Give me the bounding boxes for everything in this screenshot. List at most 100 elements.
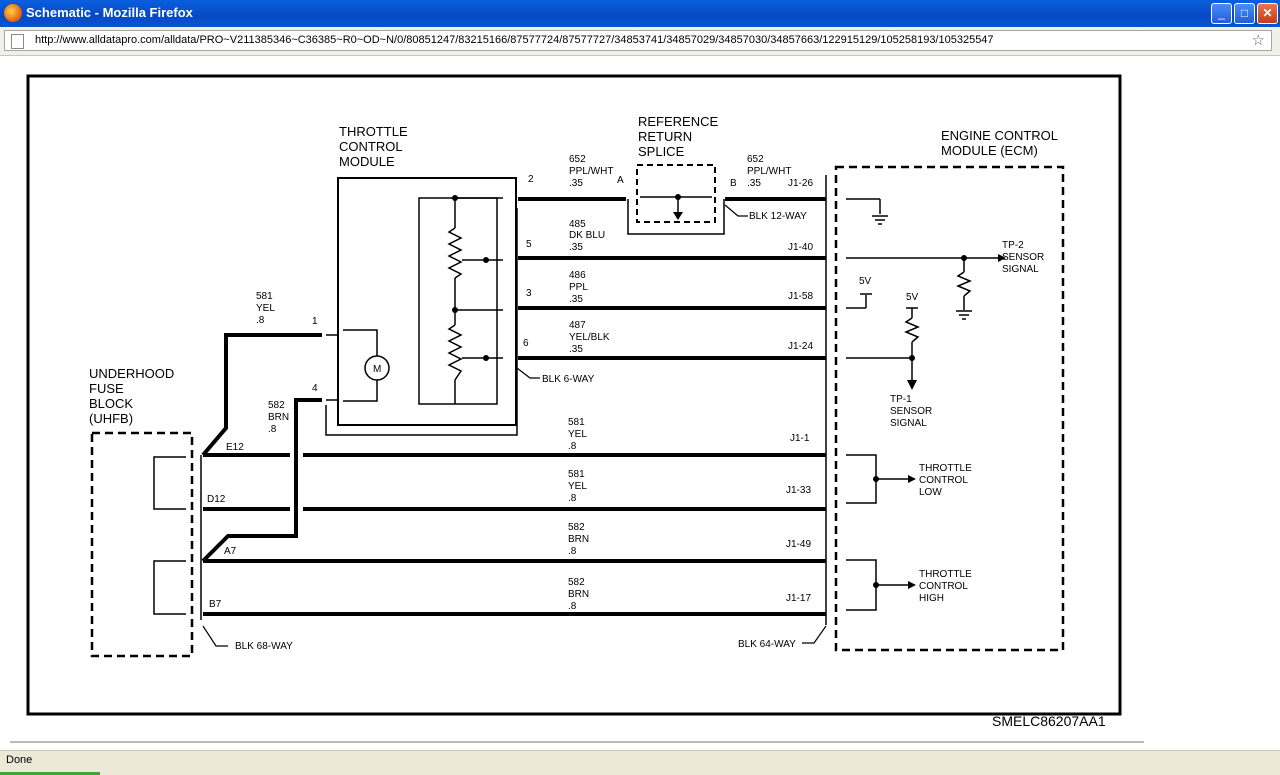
wire-label: PPL/WHT — [747, 166, 791, 177]
wire-label: .35 — [569, 344, 583, 355]
wire-label: 581 — [568, 469, 585, 480]
wire-label: YEL — [568, 429, 587, 440]
throttle-module-title-1: THROTTLE — [339, 124, 408, 139]
tcl-label-3: LOW — [919, 487, 942, 498]
address-bar[interactable]: http://www.alldatapro.com/alldata/PRO~V2… — [4, 30, 1272, 51]
pin-b: B — [730, 178, 737, 189]
wire-label: YEL/BLK — [569, 332, 610, 343]
uhfb-title-3: BLOCK — [89, 396, 133, 411]
ecm-box — [834, 165, 1065, 652]
wire-label: .35 — [569, 294, 583, 305]
url-text[interactable]: http://www.alldatapro.com/alldata/PRO~V2… — [35, 34, 994, 46]
wire-label: BRN — [568, 534, 589, 545]
wire-label: .35 — [569, 242, 583, 253]
tcm-pin: 2 — [528, 174, 534, 185]
wire-label: PPL/WHT — [569, 166, 613, 177]
window-titlebar: Schematic - Mozilla Firefox _ □ ✕ — [0, 0, 1280, 27]
navigation-toolbar: http://www.alldatapro.com/alldata/PRO~V2… — [0, 27, 1280, 56]
splice-title-2: RETURN — [638, 129, 692, 144]
tp2-label-3: SIGNAL — [1002, 264, 1039, 275]
wire-label: 582 — [268, 400, 285, 411]
throttle-module-title-2: CONTROL — [339, 139, 403, 154]
ecm-pin: J1-1 — [790, 433, 810, 444]
wire-label: .8 — [568, 601, 577, 612]
ecm-pin: J1-33 — [786, 485, 811, 496]
fuse-pin: A7 — [224, 546, 237, 557]
window-title: Schematic - Mozilla Firefox — [26, 5, 193, 20]
wire-label: .8 — [568, 546, 577, 557]
ecm-pin: J1-24 — [788, 341, 813, 352]
status-bar: Done — [0, 750, 1280, 775]
wire-label: .8 — [568, 493, 577, 504]
tcl-label-1: THROTTLE — [919, 463, 972, 474]
wire-label: 581 — [256, 291, 273, 302]
status-text: Done — [6, 754, 33, 766]
firefox-icon — [4, 4, 22, 22]
splice-title-1: REFERENCE — [638, 114, 719, 129]
uhfb-title-4: (UHFB) — [89, 411, 133, 426]
throttle-module-box — [337, 177, 517, 426]
uhfb-box — [90, 431, 194, 658]
wire-label: .35 — [569, 178, 583, 189]
ecm-pin: J1-58 — [788, 291, 813, 302]
blk-6-way: BLK 6-WAY — [542, 374, 595, 385]
ecm-title-2: MODULE (ECM) — [941, 143, 1038, 158]
tch-label-2: CONTROL — [919, 581, 968, 592]
tcm-pin: 3 — [526, 288, 532, 299]
schematic-frame — [26, 74, 1122, 716]
ecm-pin: J1-49 — [786, 539, 811, 550]
wire-label: PPL — [569, 282, 588, 293]
uhfb-title-1: UNDERHOOD — [89, 366, 174, 381]
wire-label: 486 — [569, 270, 586, 281]
wire-label: .35 — [747, 178, 761, 189]
tcm-pin: 1 — [312, 316, 318, 327]
fuse-pin: D12 — [207, 494, 226, 505]
tch-label-3: HIGH — [919, 593, 944, 604]
wire-label: BRN — [268, 412, 289, 423]
wire-label: .8 — [256, 315, 265, 326]
ecm-pin: J1-40 — [788, 242, 813, 253]
maximize-button[interactable]: □ — [1234, 3, 1255, 24]
wire-label: YEL — [568, 481, 587, 492]
wire-label: BRN — [568, 589, 589, 600]
wire-label: 652 — [747, 154, 764, 165]
splice-box — [636, 164, 716, 223]
tp2-label-2: SENSOR — [1002, 252, 1044, 263]
v5-label-2: 5V — [906, 292, 919, 303]
ecm-pin: J1-17 — [786, 593, 811, 604]
pin-a: A — [617, 175, 624, 186]
tp1-label-1: TP-1 — [890, 394, 912, 405]
wire-label: 652 — [569, 154, 586, 165]
ecm-title-1: ENGINE CONTROL — [941, 128, 1058, 143]
tch-label-1: THROTTLE — [919, 569, 972, 580]
fuse-pin: E12 — [226, 442, 244, 453]
tp1-label-2: SENSOR — [890, 406, 932, 417]
tp1-label-3: SIGNAL — [890, 418, 927, 429]
tcm-pin: 4 — [312, 383, 318, 394]
bookmark-star-icon[interactable]: ☆ — [1251, 32, 1265, 49]
wire-label: 582 — [568, 577, 585, 588]
wire-label: 485 — [569, 219, 586, 230]
wire-label: 581 — [568, 417, 585, 428]
wire-label: DK BLU — [569, 230, 605, 241]
diagram-code: SMELC86207AA1 — [992, 713, 1106, 729]
page-icon — [11, 34, 24, 49]
tcl-label-2: CONTROL — [919, 475, 968, 486]
tp2-label-1: TP-2 — [1002, 240, 1024, 251]
v5-label-1: 5V — [859, 276, 872, 287]
fuse-pin: B7 — [209, 599, 222, 610]
blk-64-way: BLK 64-WAY — [738, 639, 796, 650]
ecm-pin: J1-26 — [788, 178, 813, 189]
close-button[interactable]: ✕ — [1257, 3, 1278, 24]
minimize-button[interactable]: _ — [1211, 3, 1232, 24]
wire-label: YEL — [256, 303, 275, 314]
wire-label: .8 — [268, 424, 277, 435]
tcm-pin: 6 — [523, 338, 529, 349]
page-content: THROTTLE CONTROL MODULE REFERENCE RETURN… — [0, 56, 1280, 750]
uhfb-title-2: FUSE — [89, 381, 124, 396]
throttle-module-title-3: MODULE — [339, 154, 395, 169]
blk-12-way: BLK 12-WAY — [749, 211, 807, 222]
wire-label: .8 — [568, 441, 577, 452]
blk-68-way: BLK 68-WAY — [235, 641, 293, 652]
tcm-pin: 5 — [526, 239, 532, 250]
